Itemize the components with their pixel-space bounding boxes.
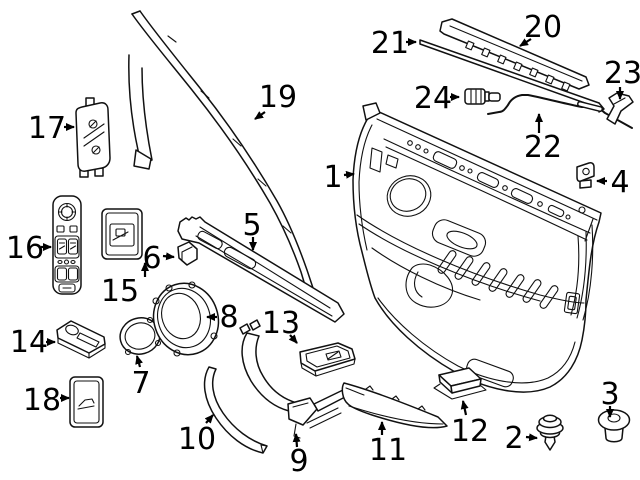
part-7-speaker-trim-ring (119, 316, 162, 356)
callout-13: 13 (262, 306, 300, 344)
callout-7-label: 7 (131, 366, 150, 401)
callout-16-label: 16 (6, 231, 44, 266)
callout-14-label: 14 (10, 325, 48, 360)
callout-6: 6 (142, 241, 175, 276)
part-4-clip (576, 162, 595, 189)
callout-9: 9 (289, 433, 309, 479)
callout-10: 10 (178, 414, 216, 457)
callout-19-arrow (254, 111, 266, 120)
callout-22: 22 (524, 113, 562, 165)
callout-3-label: 3 (600, 377, 619, 412)
callout-7-arrow (135, 355, 143, 368)
callout-20-label: 20 (524, 10, 562, 45)
part-2-expanding-clip (536, 414, 564, 451)
callout-12-label: 12 (451, 414, 489, 449)
callout-8: 8 (206, 300, 239, 335)
callout-5: 5 (242, 208, 262, 251)
part-5-beltline-trim-strip (177, 216, 345, 323)
callout-9-arrow (292, 433, 301, 448)
part-3-grommet (597, 409, 631, 443)
part-19-window-frame-trim (128, 10, 314, 293)
callout-2-arrow (525, 433, 538, 442)
callout-23: 23 (604, 56, 640, 100)
callout-10-arrow (204, 414, 214, 424)
callout-19: 19 (254, 80, 297, 120)
callout-12-arrow (460, 400, 469, 416)
callout-24: 24 (414, 81, 460, 116)
callout-1-arrow (343, 170, 355, 179)
part-6-clip (177, 241, 198, 266)
callout-24-label: 24 (414, 81, 452, 116)
callout-12: 12 (451, 400, 489, 449)
callout-13-label: 13 (262, 306, 300, 341)
part-20-window-slot-seal (439, 18, 590, 92)
part-15-window-switch (101, 208, 143, 260)
part-10-curved-trim (203, 366, 268, 454)
part-17-lock-switch (75, 97, 111, 178)
callout-10-label: 10 (178, 422, 216, 457)
part-22-lock-rod (487, 94, 633, 129)
callout-3: 3 (600, 377, 620, 418)
part-1-door-trim-panel (352, 102, 602, 393)
callout-13-arrow (288, 334, 298, 344)
callout-20: 20 (519, 10, 562, 47)
callout-23-label: 23 (604, 56, 640, 91)
callout-16: 16 (6, 231, 52, 266)
callout-5-label: 5 (242, 208, 261, 243)
part-12-courtesy-lamp (433, 367, 487, 400)
callout-14: 14 (10, 325, 56, 360)
callout-7: 7 (131, 355, 151, 401)
part-13-switch-panel (299, 342, 356, 377)
part-8-speaker-adapter (152, 281, 220, 357)
part-11-armrest-pad (341, 382, 448, 429)
part-14-handle-escutcheon (56, 320, 106, 359)
callout-2-label: 2 (504, 421, 523, 456)
callout-17: 17 (28, 111, 75, 146)
callout-1: 1 (323, 160, 355, 195)
callout-18: 18 (23, 383, 70, 418)
callout-8-label: 8 (219, 300, 238, 335)
callout-17-label: 17 (28, 111, 66, 146)
callout-11: 11 (369, 421, 407, 468)
callout-6-arrow (162, 252, 175, 261)
part-9-pull-handle (239, 319, 348, 439)
part-18-trunk-switch (69, 376, 104, 428)
part-16-window-switch-unit (52, 195, 82, 295)
callout-4: 4 (596, 165, 630, 200)
callout-11-label: 11 (369, 433, 407, 468)
callout-21-label: 21 (371, 26, 409, 61)
callout-22-label: 22 (524, 130, 562, 165)
callout-1-label: 1 (323, 160, 342, 195)
callout-15: 15 (101, 262, 149, 309)
callout-4-label: 4 (610, 165, 629, 200)
callout-19-label: 19 (259, 80, 297, 115)
callout-18-label: 18 (23, 383, 61, 418)
callout-15-label: 15 (101, 274, 139, 309)
callout-2: 2 (504, 421, 538, 456)
callout-20-arrow (519, 38, 532, 47)
callout-9-label: 9 (289, 444, 308, 479)
callout-21: 21 (371, 26, 417, 61)
part-24-clip-fastener (464, 88, 501, 105)
